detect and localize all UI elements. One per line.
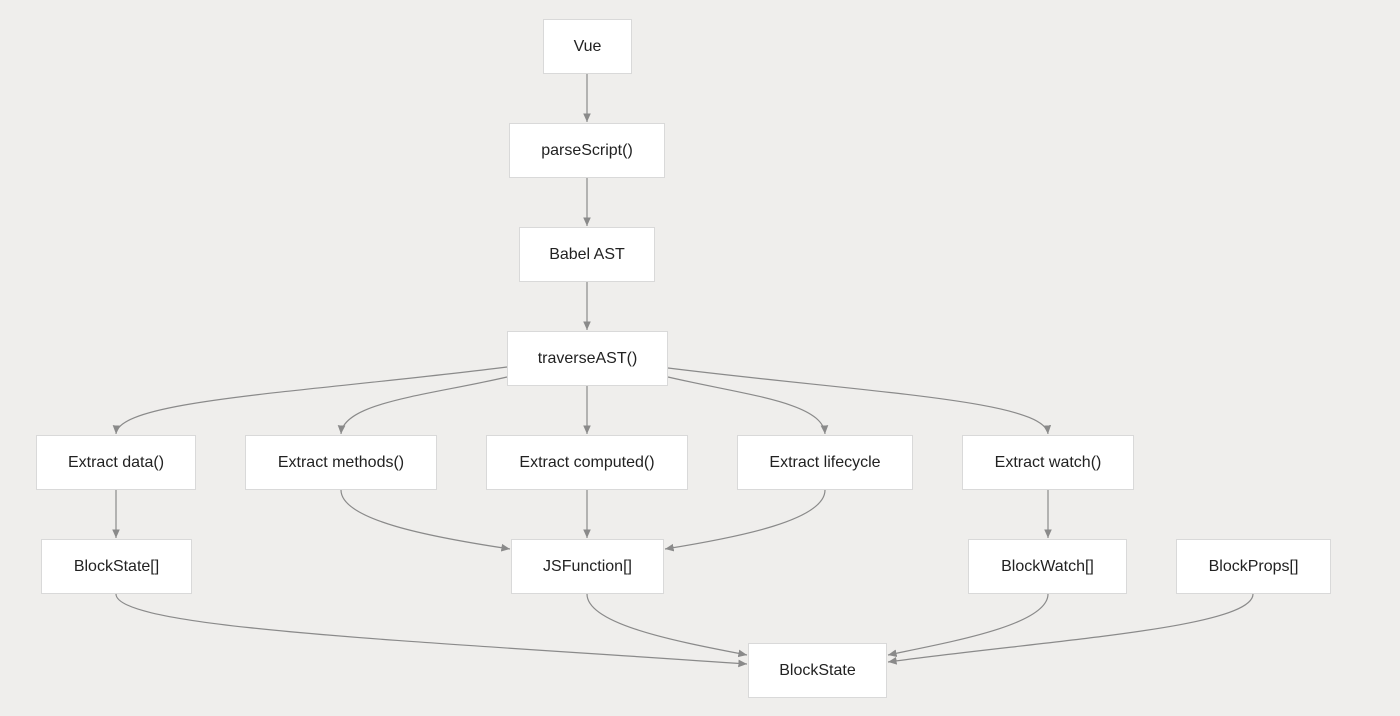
- node-traverse-ast: traverseAST(): [507, 331, 668, 386]
- node-js-function-array: JSFunction[]: [511, 539, 664, 594]
- edge-blockstatearray-blockstate: [115, 593, 748, 668]
- node-block-watch-array: BlockWatch[]: [968, 539, 1127, 594]
- edge-blockpropsarray-blockstate: [887, 593, 1254, 665]
- node-babel-ast: Babel AST: [519, 227, 655, 282]
- node-extract-methods: Extract methods(): [245, 435, 437, 490]
- node-block-props-array: BlockProps[]: [1176, 539, 1331, 594]
- node-parse-script: parseScript(): [509, 123, 665, 178]
- edge-traverseast-extractwatch: [667, 367, 1052, 435]
- node-js-function-array-label: JSFunction[]: [543, 557, 632, 575]
- node-extract-lifecycle-label: Extract lifecycle: [769, 453, 881, 471]
- node-extract-data-label: Extract data(): [67, 453, 165, 471]
- node-vue-label: Vue: [573, 37, 602, 55]
- node-extract-methods-label: Extract methods(): [277, 453, 405, 471]
- node-block-watch-array-label: BlockWatch[]: [1001, 557, 1094, 575]
- node-babel-ast-label: Babel AST: [549, 245, 625, 263]
- node-extract-watch: Extract watch(): [962, 435, 1134, 490]
- node-block-state: BlockState: [748, 643, 887, 698]
- edge-jsfunctionarray-blockstate: [586, 593, 748, 658]
- node-extract-data: Extract data(): [36, 435, 196, 490]
- node-vue: Vue: [543, 19, 632, 74]
- node-extract-computed: Extract computed(): [486, 435, 688, 490]
- node-block-state-label: BlockState: [779, 661, 856, 679]
- node-block-props-array-label: BlockProps[]: [1208, 557, 1299, 575]
- node-extract-watch-label: Extract watch(): [994, 453, 1102, 471]
- node-extract-lifecycle: Extract lifecycle: [737, 435, 913, 490]
- edge-extractmethods-jsfunctionarray: [340, 489, 511, 552]
- edge-blockwatcharray-blockstate: [887, 593, 1049, 657]
- node-block-state-array-label: BlockState[]: [73, 557, 160, 575]
- edge-traverseast-extractdata: [112, 366, 508, 435]
- node-parse-script-label: parseScript(): [541, 141, 633, 159]
- edge-extractlifecycle-jsfunctionarray: [664, 489, 826, 552]
- edge-traverseast-extractlifecycle: [667, 376, 829, 435]
- node-traverse-ast-label: traverseAST(): [537, 349, 638, 367]
- node-extract-computed-label: Extract computed(): [519, 453, 655, 471]
- node-block-state-array: BlockState[]: [41, 539, 192, 594]
- edge-traverseast-extractmethods: [337, 376, 508, 435]
